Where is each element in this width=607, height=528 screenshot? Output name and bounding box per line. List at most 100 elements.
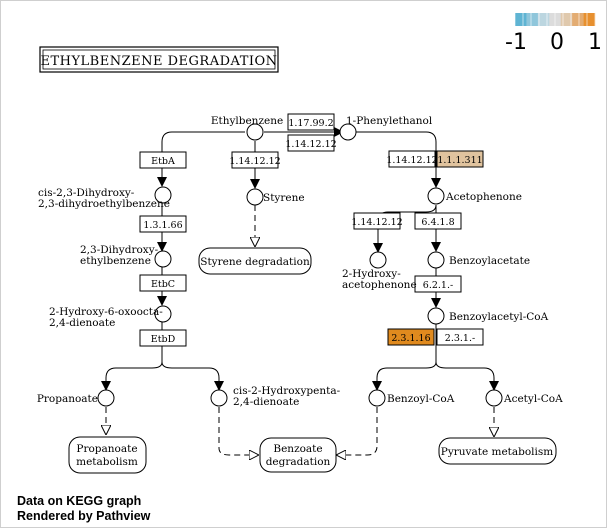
enzyme-label: 1.3.1.66 <box>143 220 182 231</box>
enzyme-label: 1.14.12.12 <box>285 139 336 150</box>
edge-ethylbenzene-to-dihydrodiol <box>157 131 245 187</box>
enzyme-label: 6.4.1.8 <box>421 217 454 228</box>
pathway-boxes: Styrene degradation Propanoate metabolis… <box>68 247 557 474</box>
legend-swatch <box>560 13 573 26</box>
pathway-styrene-degradation[interactable]: Styrene degradation <box>198 247 312 275</box>
enzyme-etbc[interactable]: EtbC <box>139 274 187 292</box>
enzyme-label: EtbA <box>151 156 175 167</box>
enzyme-label: 1.1.1.311 <box>437 155 482 166</box>
enzyme-label: 1.14.12.12 <box>386 155 437 166</box>
edge-benzoyl-coa-to-benzoate-degradation <box>337 407 378 455</box>
enzyme-6-2-1[interactable]: 6.2.1.- <box>414 275 462 293</box>
edge-benzoylacetyl-coa-to-benzoyl-coa <box>372 324 437 391</box>
label-dihydrodiol-line2: 2,3-dihydroethylbenzene <box>38 198 170 210</box>
legend-swatch <box>526 13 539 26</box>
compound-node-phenylethanol[interactable] <box>339 123 357 141</box>
label-hydroxypenta-line2: 2,4-dienoate <box>233 396 299 408</box>
label-hydroxyacetophenone-line2: acetophenone <box>342 279 417 291</box>
label-acetophenone: Acetophenone <box>445 191 522 203</box>
edge-meta-cleavage-to-hydroxypentadienoate <box>161 361 224 391</box>
compound-node-ethylbenzene[interactable] <box>246 123 264 141</box>
label-benzoylacetyl-coa: Benzoylacetyl-CoA <box>449 311 549 323</box>
enzyme-label: EtbC <box>151 279 175 290</box>
enzyme-1-14-12-12-d[interactable]: 1.14.12.12 <box>351 212 403 230</box>
map-title: ETHYLBENZENE DEGRADATION <box>39 46 279 73</box>
label-dihydrodiol-line1: cis-2,3-Dihydroxy- <box>38 187 135 199</box>
legend-swatch <box>583 13 596 26</box>
credit-line-data: Data on KEGG graph <box>17 494 142 508</box>
reaction-edges <box>101 127 499 455</box>
legend-color-bar <box>514 13 596 26</box>
pathway-label-line1: Propanoate <box>76 443 137 455</box>
enzyme-boxes: 1.17.99.2 1.14.12.12 EtbA 1.14.12.12 1.1… <box>139 113 484 347</box>
legend-swatch <box>515 13 527 26</box>
enzyme-etba[interactable]: EtbA <box>139 151 187 169</box>
compound-node-styrene[interactable] <box>246 188 264 206</box>
legend: -1 0 1 <box>505 13 602 55</box>
pathway-propanoate-metabolism[interactable]: Propanoate metabolism <box>68 436 147 474</box>
enzyme-1-17-99-2[interactable]: 1.17.99.2 <box>287 113 335 131</box>
pathway-benzoate-degradation[interactable]: Benzoate degradation <box>259 437 337 473</box>
enzyme-label: EtbD <box>151 334 176 345</box>
enzyme-label: 1.14.12.12 <box>229 156 280 167</box>
pathway-label: Styrene degradation <box>200 256 310 268</box>
legend-swatch <box>537 13 550 26</box>
compound-labels: Ethylbenzene 1-Phenylethanol cis-2,3-Dih… <box>37 115 563 408</box>
pathway-label-line2: metabolism <box>76 456 138 468</box>
pathway-label-line2: degradation <box>266 456 331 468</box>
legend-tick-mid: 0 <box>550 30 564 55</box>
enzyme-1-3-1-66[interactable]: 1.3.1.66 <box>139 215 187 233</box>
label-ethylbenzene: Ethylbenzene <box>211 115 283 127</box>
pathway-pyruvate-metabolism[interactable]: Pyruvate metabolism <box>438 437 557 465</box>
compound-node-hydroxypentadienoate[interactable] <box>210 389 228 407</box>
enzyme-2-3-1-16[interactable]: 2.3.1.16 <box>387 328 435 346</box>
compound-node-hydroxyoxoocta[interactable] <box>154 305 172 323</box>
legend-tick-min: -1 <box>505 30 527 55</box>
legend-swatch <box>572 13 584 26</box>
label-phenylethanol: 1-Phenylethanol <box>346 115 433 127</box>
enzyme-1-14-12-12-a[interactable]: 1.14.12.12 <box>285 134 337 152</box>
label-benzoylacetate: Benzoylacetate <box>449 255 530 267</box>
compound-node-acetophenone[interactable] <box>427 187 445 205</box>
label-styrene: Styrene <box>263 192 305 204</box>
compound-node-hydroxyacetophenone[interactable] <box>369 251 387 269</box>
compound-nodes <box>97 123 503 407</box>
label-hydroxyoxoocta-line1: 2-Hydroxy-6-oxoocta- <box>49 306 163 318</box>
compound-node-propanoate[interactable] <box>97 389 115 407</box>
pathway-label: Pyruvate metabolism <box>441 446 554 458</box>
label-dihydroxy-eb-line1: 2,3-Dihydroxy- <box>80 244 159 256</box>
compound-node-benzoylacetate[interactable] <box>427 251 445 269</box>
enzyme-label: 2.3.1.16 <box>391 333 430 344</box>
enzyme-2-3-1[interactable]: 2.3.1.- <box>436 328 484 346</box>
enzyme-label: 1.17.99.2 <box>288 118 333 129</box>
enzyme-label: 2.3.1.- <box>445 333 475 344</box>
label-hydroxyoxoocta-line2: 2,4-dienoate <box>49 317 115 329</box>
edge-meta-cleavage-to-propanoate <box>101 322 163 391</box>
label-benzoyl-coa: Benzoyl-CoA <box>387 393 455 405</box>
enzyme-1-1-1-311[interactable]: 1.1.1.311 <box>436 150 484 168</box>
label-dihydroxy-eb-line2: ethylbenzene <box>80 255 151 267</box>
compound-node-benzoyl-coa[interactable] <box>368 389 386 407</box>
page-title: ETHYLBENZENE DEGRADATION <box>40 54 277 69</box>
pathway-label-line1: Benzoate <box>273 443 322 455</box>
compound-node-dihydrodiol[interactable] <box>154 186 172 204</box>
label-acetyl-coa: Acetyl-CoA <box>503 393 563 405</box>
compound-node-dihydroxy-ethylbenzene[interactable] <box>154 250 172 268</box>
enzyme-label: 1.14.12.12 <box>351 217 402 228</box>
credit-line-renderer: Rendered by Pathview <box>17 509 151 523</box>
enzyme-6-4-1-8[interactable]: 6.4.1.8 <box>414 212 462 230</box>
legend-tick-max: 1 <box>588 30 602 55</box>
label-hydroxyacetophenone-line1: 2-Hydroxy- <box>342 268 401 280</box>
enzyme-1-14-12-12-b[interactable]: 1.14.12.12 <box>229 151 281 169</box>
edge-hydroxypentadienoate-to-benzoate-degradation <box>218 407 258 455</box>
compound-node-acetyl-coa[interactable] <box>485 389 503 407</box>
compound-node-benzoylacetyl-coa[interactable] <box>427 307 445 325</box>
enzyme-label: 6.2.1.- <box>423 280 453 291</box>
edge-phenylethanol-to-acetophenone <box>356 131 441 188</box>
label-hydroxypenta-line1: cis-2-Hydroxypenta- <box>233 385 341 397</box>
label-propanoate: Propanoate <box>37 393 98 405</box>
enzyme-etbd[interactable]: EtbD <box>139 329 187 347</box>
enzyme-1-14-12-12-c[interactable]: 1.14.12.12 <box>386 150 438 168</box>
edge-benzoylacetyl-coa-to-acetyl-coa <box>435 361 499 391</box>
